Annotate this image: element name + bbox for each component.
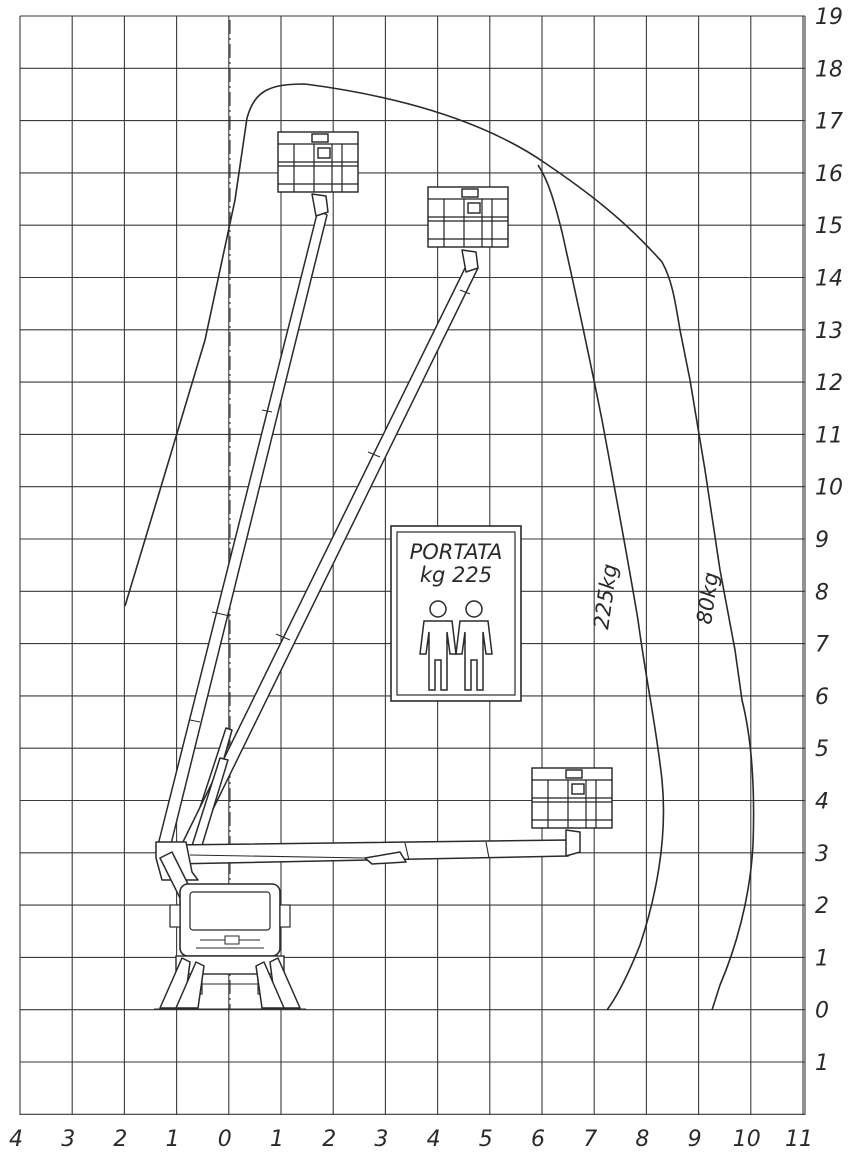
outer-envelope-curve [124,83,755,1011]
y-tick-label: 2 [815,894,829,919]
y-tick-label: 10 [815,476,843,501]
y-tick-label: 7 [815,633,829,658]
x-tick-label: 10 [733,1127,761,1152]
x-tick-label: 11 [785,1127,813,1152]
x-tick-label: 6 [531,1127,545,1152]
y-tick-label: 14 [815,267,843,292]
control-panel [311,133,329,143]
control-panel [565,769,583,779]
y-tick-label: 5 [815,737,829,762]
x-tick-label: 0 [218,1127,232,1152]
inner-envelope-curve [537,164,665,1011]
y-tick-label: 4 [815,790,829,815]
control-box [317,147,331,159]
y-tick-label: 1 [815,1051,829,1076]
basket-top-hanger [311,193,329,217]
control-box [467,202,481,214]
basket-low-hanger [565,829,581,857]
x-tick-label: 7 [583,1127,597,1152]
x-tick-label: 8 [635,1127,649,1152]
y-tick-label: 17 [815,110,843,135]
y-tick-label: 13 [815,319,843,344]
basket-mid [427,186,509,248]
y-tick-label: 0 [815,999,829,1024]
y-tick-label: 16 [815,162,843,187]
basket-top [277,131,359,193]
basket-low [531,767,613,829]
x-tick-label: 9 [688,1127,702,1152]
two-persons-icon [419,600,493,691]
capacity-value: kg 225 [420,563,492,587]
x-tick-label: 5 [479,1127,493,1152]
boom-vertical [157,209,328,851]
y-tick-label: 18 [815,57,843,82]
x-tick-label: 4 [427,1127,441,1152]
capacity-title: PORTATA [410,540,503,564]
y-tick-label: 19 [815,5,843,30]
x-tick-label: 3 [61,1127,75,1152]
x-tick-label: 3 [374,1127,388,1152]
x-tick-label: 4 [9,1127,23,1152]
x-tick-label: 2 [322,1127,336,1152]
control-box [571,783,585,795]
y-tick-label: 3 [815,842,829,867]
y-tick-label: 11 [815,423,843,448]
x-tick-label: 1 [270,1127,284,1152]
boom-horizontal [171,839,579,865]
capacity-sign: PORTATA kg 225 [390,525,522,702]
control-panel [461,188,479,198]
x-tick-label: 1 [166,1127,180,1152]
basket-mid-hanger [461,249,479,273]
x-tick-label: 2 [113,1127,127,1152]
curve-label-80kg: 80kg [692,571,723,626]
y-tick-label: 1 [815,946,829,971]
y-tick-label: 6 [815,685,829,710]
y-tick-label: 15 [815,214,843,239]
y-tick-label: 9 [815,528,829,553]
y-tick-label: 12 [815,371,843,396]
truck [154,883,306,1010]
y-tick-label: 8 [815,580,829,605]
